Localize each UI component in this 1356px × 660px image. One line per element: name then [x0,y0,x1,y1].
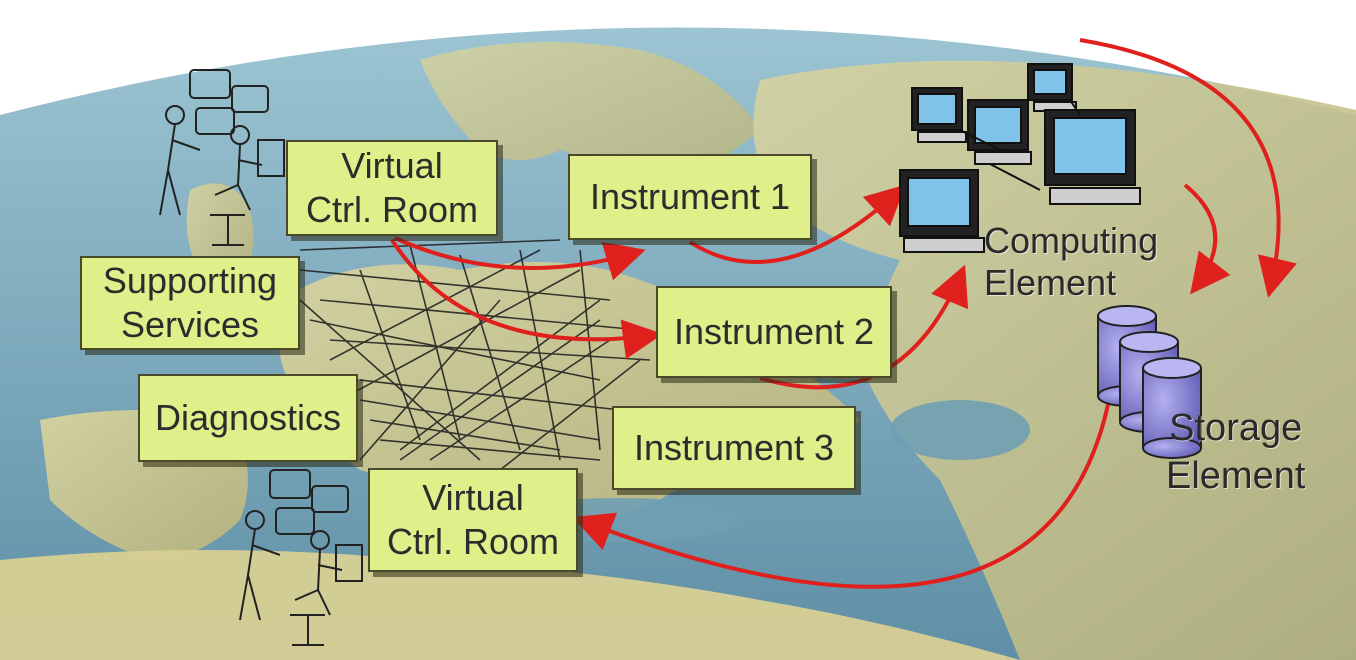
data-flow-arrows [390,38,1297,589]
operator-workstation-icon-top [159,69,285,246]
arrow-instrument1-to-computing [688,184,906,264]
instrument-1-box: Instrument 1 [568,154,812,240]
computer-terminal-icon [899,169,985,253]
database-cylinder-icon [1142,357,1202,459]
computer-terminal-icon [911,87,967,143]
instrument-2-label: Instrument 2 [673,311,875,352]
virtual-ctrl-room-bottom: Virtual Ctrl. Room [368,468,578,572]
instrument-3-label: Instrument 3 [633,427,835,468]
vcr-top-line2: Ctrl. Room [305,189,479,230]
computing-element-line1: Computing [984,220,1159,261]
supporting-services-line1: Supporting [102,260,278,301]
vcr-bottom-line1: Virtual [422,477,524,518]
supporting-services-line2: Services [120,304,260,345]
arrow-vcr-to-instrument2 [390,238,663,360]
storage-element-line1: Storage [1169,407,1303,449]
instrument-2-box: Instrument 2 [656,286,892,378]
instrument-3-box: Instrument 3 [612,406,856,490]
vcr-top-line1: Virtual [341,145,443,186]
vcr-bottom-line2: Ctrl. Room [386,521,560,562]
arrow-computers-loop [1079,38,1297,298]
virtual-ctrl-room-top: Virtual Ctrl. Room [286,140,498,236]
storage-element-label: Storage Element [1166,404,1305,500]
arrow-computing-to-storage [1183,183,1231,295]
instrument-1-label: Instrument 1 [589,176,791,217]
computer-terminal-icon [967,99,1032,165]
operator-workstation-icon-bottom [239,469,363,646]
database-cylinder-icon-group [1097,305,1202,459]
diagnostics-box: Diagnostics [138,374,358,462]
arrow-vcr-to-instrument1 [394,236,646,281]
computing-element-line2: Element [984,262,1117,303]
storage-element-line2: Element [1166,455,1306,497]
computer-terminal-icon-group [899,63,1141,253]
supporting-services-box: Supporting Services [80,256,300,350]
computer-terminal-icon [1044,109,1141,205]
arrow-storage-to-vcr-bottom [572,394,1112,589]
diagnostics-label: Diagnostics [154,397,342,438]
computing-element-label: Computing Element [984,220,1158,304]
computer-terminal-icon [1027,63,1077,112]
